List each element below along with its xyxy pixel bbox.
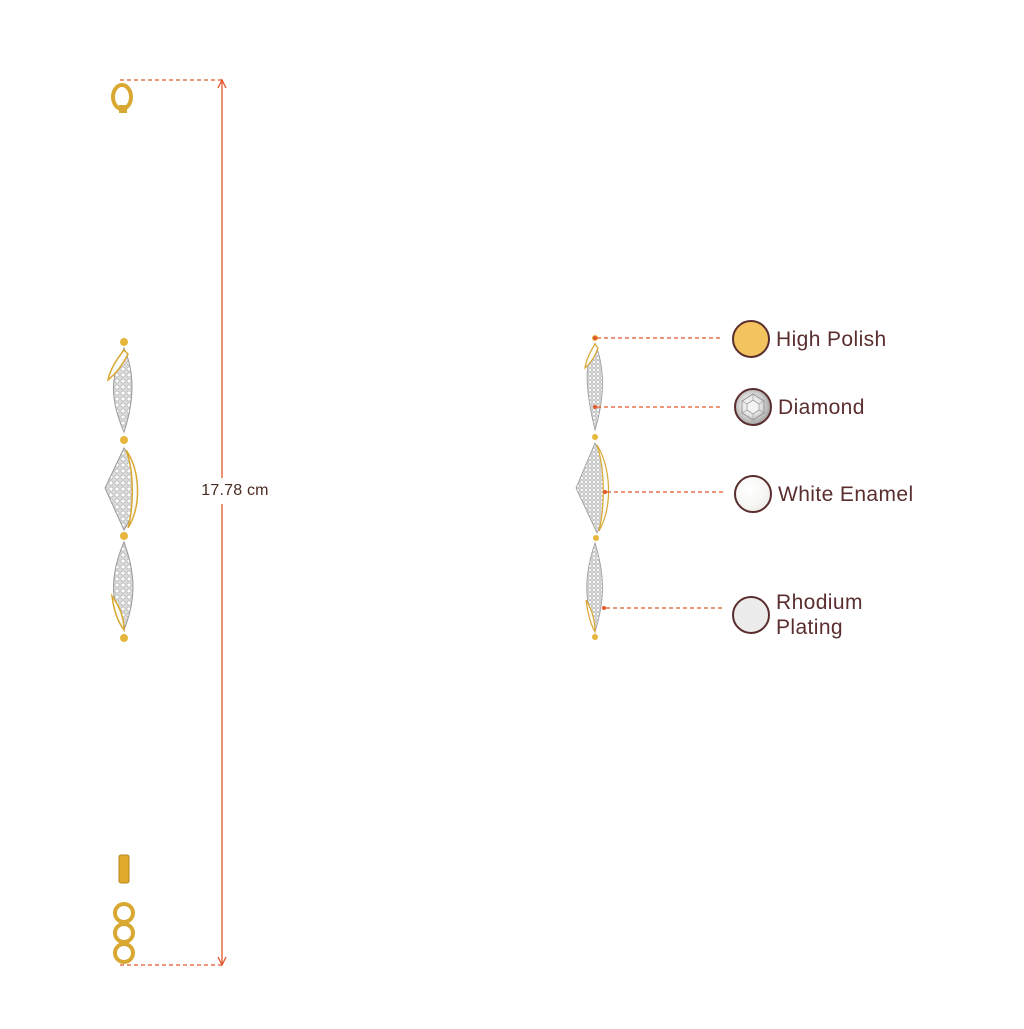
legend-item-high-polish: High Polish [732, 320, 936, 358]
high-polish-swatch-icon [732, 320, 770, 358]
diamond-swatch-icon [734, 388, 772, 426]
extender-ring [113, 942, 135, 964]
detail-bracelet [575, 295, 610, 685]
extender-ring [113, 902, 135, 924]
legend-item-rhodium-plating: Rhodium Plating [732, 590, 886, 640]
legend-label: Diamond [778, 395, 865, 419]
legend-label: White Enamel [778, 482, 914, 506]
legend-label: Rhodium Plating [776, 591, 863, 639]
arrow-down-icon [217, 956, 227, 967]
legend-leaders [593, 336, 723, 610]
arrow-up-icon [217, 78, 227, 89]
full-bracelet [104, 83, 139, 964]
length-label: 17.78 cm [190, 478, 280, 504]
length-dimension [120, 78, 227, 967]
rhodium-plating-swatch-icon [732, 596, 770, 634]
legend-item-diamond: Diamond [734, 388, 938, 426]
white-enamel-swatch-icon [734, 475, 772, 513]
extender-ring [113, 922, 135, 944]
extender-bar [118, 854, 130, 884]
legend-label: High Polish [776, 327, 887, 351]
legend-item-white-enamel: White Enamel [734, 475, 938, 513]
